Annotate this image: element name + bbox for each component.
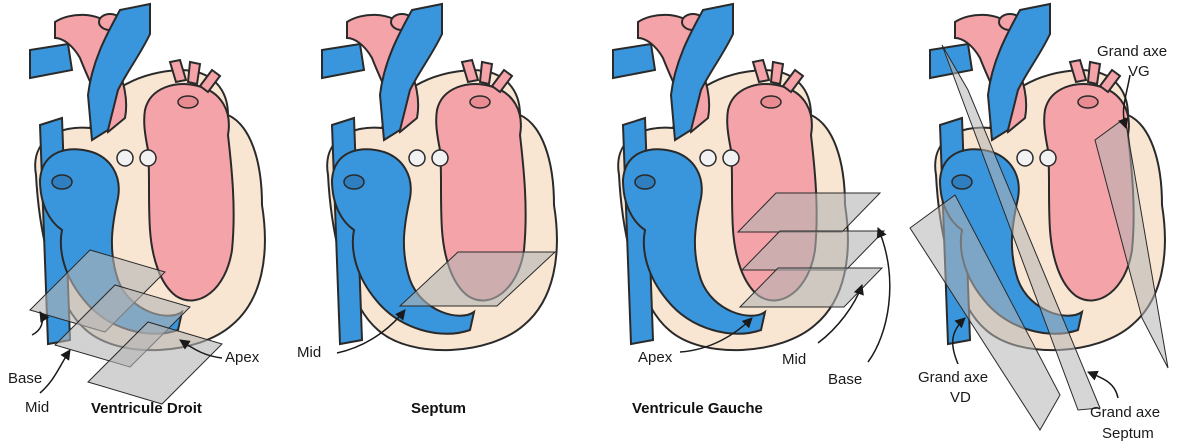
label-long-axis-vg-line2: VG	[1128, 63, 1150, 80]
label-base-rv: Base	[8, 370, 42, 387]
caption-rv: Ventricule Droit	[91, 400, 202, 417]
label-mid-septum: Mid	[297, 344, 321, 361]
panel-left-ventricle: Apex Mid Base Ventricule Gauche	[613, 4, 890, 417]
label-long-axis-septum-line2: Septum	[1102, 425, 1154, 442]
arrow-base-lv	[868, 228, 890, 362]
label-apex-lv: Apex	[638, 349, 673, 366]
label-base-lv: Base	[828, 371, 862, 388]
panel-right-ventricle: Base Mid Apex Ventricule Droit	[8, 4, 265, 417]
arrow-mid-rv	[40, 350, 70, 393]
label-long-axis-vd-line1: Grand axe	[918, 369, 988, 386]
arrow-base-rv	[32, 312, 42, 335]
label-long-axis-septum-line1: Grand axe	[1090, 404, 1160, 421]
panel-long-axes: Grand axe VG Grand axe VD Grand axe Sept…	[910, 4, 1168, 442]
caption-septum: Septum	[411, 400, 466, 417]
caption-lv: Ventricule Gauche	[632, 400, 763, 417]
label-mid-lv: Mid	[782, 351, 806, 368]
label-mid-rv: Mid	[25, 399, 49, 416]
panel-septum: Mid Septum	[297, 4, 557, 417]
label-long-axis-vg-line1: Grand axe	[1097, 43, 1167, 60]
label-apex-rv: Apex	[225, 349, 260, 366]
label-long-axis-vd-line2: VD	[950, 389, 971, 406]
